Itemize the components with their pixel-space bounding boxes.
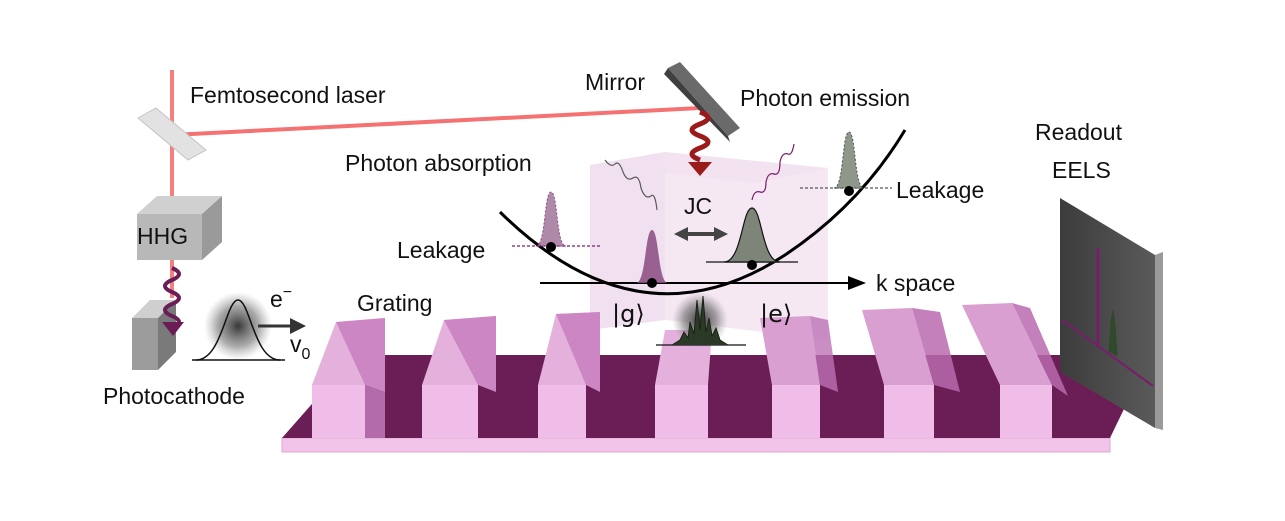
uv-photon-arrow (162, 266, 184, 336)
femtosecond-laser-label: Femtosecond laser (190, 82, 386, 108)
velocity-subscript: 0 (302, 346, 311, 363)
modulated-electron-packet (656, 292, 746, 348)
absorbed-photon-squiggle (604, 159, 658, 211)
electron-charge: − (283, 284, 292, 301)
photocathode-block (132, 300, 176, 370)
dispersion-curve (498, 129, 907, 296)
photon-emission-label: Photon emission (740, 85, 910, 111)
emitted-photon-squiggle (751, 143, 795, 201)
eels-screen (1060, 198, 1163, 430)
grating-ridges (312, 303, 1068, 438)
k-space-label: k space (876, 270, 955, 296)
eels-label: EELS (1052, 157, 1111, 183)
jc-label: JC (684, 193, 712, 219)
electron-symbol: e (270, 286, 283, 312)
mirror-label: Mirror (585, 69, 645, 95)
ground-state-label: |g⟩ (612, 300, 645, 328)
photocathode-label: Photocathode (103, 383, 245, 409)
photon-emission-arrow (688, 109, 712, 176)
k-space-axis (540, 276, 866, 290)
excited-state-label: |e⟩ (760, 300, 792, 328)
photon-absorption-label: Photon absorption (345, 150, 532, 176)
grating-label: Grating (357, 290, 432, 316)
hhg-label: HHG (137, 223, 188, 249)
jc-coupling-arrow (674, 227, 728, 241)
excited-state-packet (706, 207, 798, 270)
electron-velocity-arrow (258, 318, 306, 334)
leakage-packet-right (800, 131, 892, 196)
mirror (664, 62, 740, 142)
ground-state-packet (636, 230, 668, 288)
readout-label: Readout (1035, 119, 1123, 145)
leakage-right-label: Leakage (896, 177, 984, 203)
beam-splitter (137, 107, 207, 161)
electron-label: e− (270, 284, 292, 312)
leakage-left-label: Leakage (397, 237, 485, 263)
leakage-packet-left (512, 191, 600, 252)
hhg-crystal (137, 196, 222, 260)
velocity-label: v0 (290, 331, 311, 363)
electron-pulse (192, 292, 285, 361)
velocity-symbol: v (290, 331, 302, 357)
